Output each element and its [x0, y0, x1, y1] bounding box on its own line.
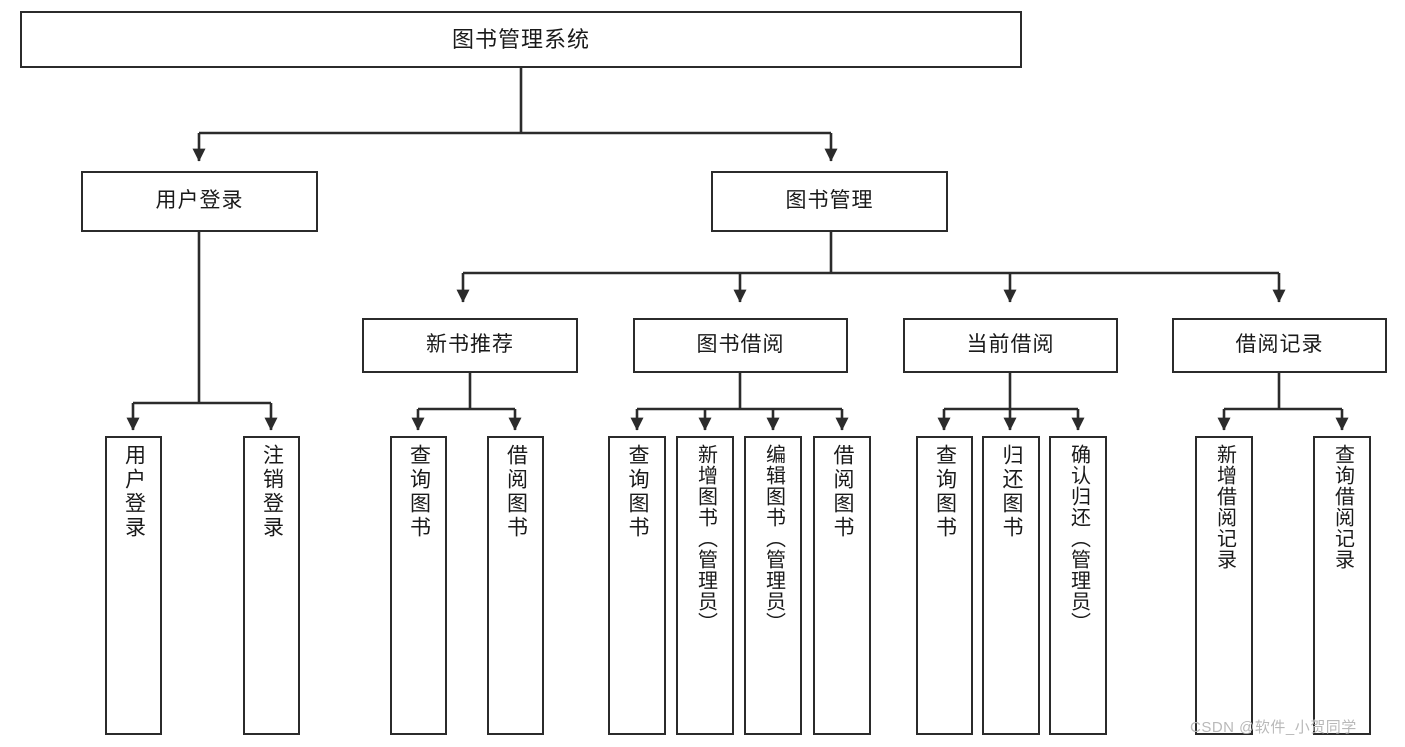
- leaf-add-book[interactable]: 新增图书（管理员）: [676, 436, 734, 735]
- node-root-label: 图书管理系统: [451, 26, 590, 52]
- node-user-login[interactable]: 用户登录: [81, 171, 318, 232]
- leaf-query-book-3[interactable]: 查询图书: [916, 436, 973, 735]
- leaf-logout-login[interactable]: 注销登录: [243, 436, 300, 735]
- leaf-query-book-3-label: 查询图书: [933, 444, 957, 540]
- leaf-user-login-label: 用户登录: [122, 444, 146, 540]
- leaf-logout-login-label: 注销登录: [260, 444, 284, 540]
- leaf-add-record[interactable]: 新增借阅记录: [1195, 436, 1253, 735]
- csdn-watermark: CSDN @软件_小贺同学: [1190, 719, 1357, 736]
- leaf-query-book-1-label: 查询图书: [407, 444, 431, 540]
- leaf-confirm-return[interactable]: 确认归还（管理员）: [1049, 436, 1107, 735]
- leaf-query-book-2-label: 查询图书: [626, 444, 650, 540]
- node-book-borrow[interactable]: 图书借阅: [633, 318, 848, 373]
- leaf-add-record-label: 新增借阅记录: [1213, 444, 1236, 570]
- node-book-borrow-label: 图书借阅: [696, 333, 785, 357]
- leaf-confirm-return-label: 确认归还（管理员）: [1067, 444, 1090, 633]
- leaf-query-record[interactable]: 查询借阅记录: [1313, 436, 1371, 735]
- node-current-borrow[interactable]: 当前借阅: [903, 318, 1118, 373]
- leaf-user-login[interactable]: 用户登录: [105, 436, 162, 735]
- leaf-add-book-label: 新增图书（管理员）: [694, 444, 717, 633]
- leaf-return-book-label: 归还图书: [1000, 444, 1024, 540]
- leaf-query-book-2[interactable]: 查询图书: [608, 436, 666, 735]
- leaf-query-record-label: 查询借阅记录: [1331, 444, 1354, 570]
- node-current-borrow-label: 当前借阅: [966, 333, 1055, 357]
- leaf-return-book[interactable]: 归还图书: [982, 436, 1040, 735]
- leaf-edit-book[interactable]: 编辑图书（管理员）: [744, 436, 802, 735]
- node-borrow-record[interactable]: 借阅记录: [1172, 318, 1387, 373]
- node-borrow-record-label: 借阅记录: [1235, 333, 1324, 357]
- node-new-book-rec[interactable]: 新书推荐: [362, 318, 578, 373]
- leaf-borrow-book-1-label: 借阅图书: [504, 444, 528, 540]
- leaf-edit-book-label: 编辑图书（管理员）: [762, 444, 785, 633]
- node-user-login-label: 用户登录: [155, 189, 244, 213]
- node-book-manage[interactable]: 图书管理: [711, 171, 948, 232]
- node-new-book-rec-label: 新书推荐: [426, 333, 514, 357]
- node-book-manage-label: 图书管理: [785, 189, 874, 213]
- leaf-borrow-book-2[interactable]: 借阅图书: [813, 436, 871, 735]
- node-root[interactable]: 图书管理系统: [20, 11, 1022, 68]
- leaf-borrow-book-1[interactable]: 借阅图书: [487, 436, 544, 735]
- leaf-query-book-1[interactable]: 查询图书: [390, 436, 447, 735]
- leaf-borrow-book-2-label: 借阅图书: [831, 444, 855, 540]
